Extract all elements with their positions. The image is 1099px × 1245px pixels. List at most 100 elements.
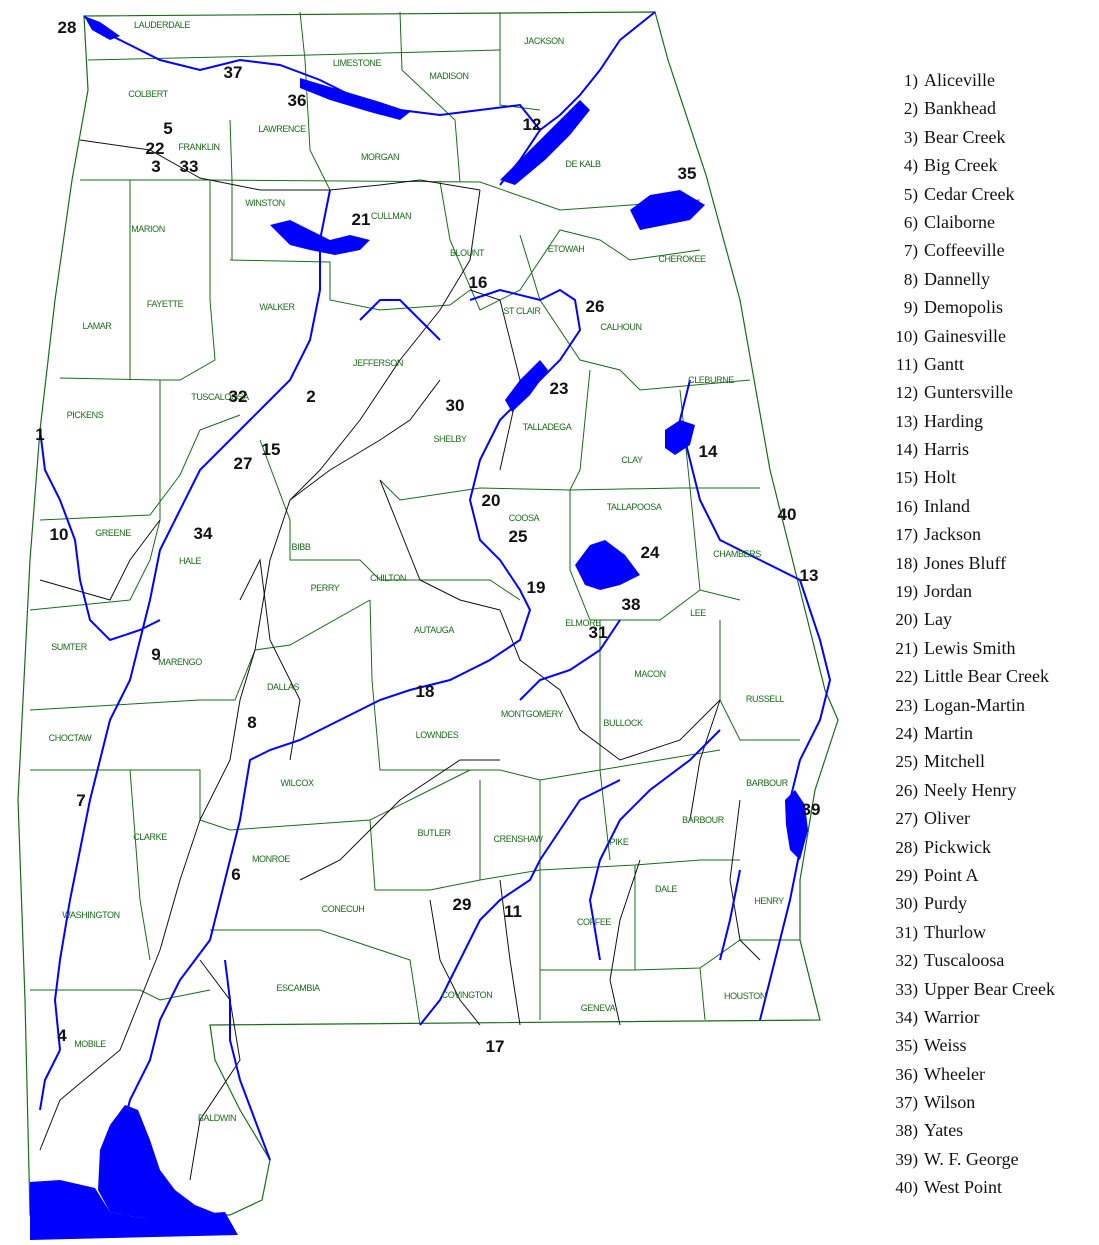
legend-reservoir-name: Weiss (924, 1035, 967, 1056)
legend-item: 21)Lewis Smith (880, 634, 1055, 662)
county-label: LAUDERDALE (134, 20, 190, 30)
site-number-label: 9 (151, 645, 160, 664)
county-borders (29, 11, 800, 1026)
site-number-label: 38 (622, 595, 641, 614)
gulf-water (30, 1180, 238, 1240)
county-label: CALHOUN (600, 322, 641, 332)
site-number-label: 29 (453, 895, 472, 914)
legend-reservoir-name: Wheeler (924, 1063, 985, 1084)
wf-george-lake (785, 790, 808, 860)
legend-item: 34)Warrior (880, 1003, 1055, 1031)
county-label: HOUSTON (724, 991, 766, 1001)
legend-reservoir-name: Warrior (924, 1006, 980, 1027)
county-label: COFFEE (577, 917, 611, 927)
rivers (39, 11, 832, 1171)
site-number-label: 5 (163, 119, 172, 138)
legend-number: 40) (895, 1178, 918, 1198)
state-outline (17, 11, 839, 1216)
county-label: LIMESTONE (333, 58, 382, 68)
site-labels: 1234567891011121314151617181920212223242… (35, 18, 820, 1056)
legend-item: 17)Jackson (880, 520, 1055, 548)
county-label: LAMAR (82, 321, 112, 331)
county-label: WASHINGTON (62, 910, 120, 920)
site-number-label: 33 (180, 157, 199, 176)
legend-item: 18)Jones Bluff (880, 549, 1055, 577)
legend-reservoir-name: Harris (924, 439, 969, 460)
legend-number: 2) (903, 99, 918, 119)
legend-reservoir-name: Tuscaloosa (924, 950, 1005, 971)
county-label: GENEVA (581, 1003, 616, 1013)
basin-borders (39, 139, 761, 1181)
legend-reservoir-name: Gainesville (924, 325, 1006, 346)
county-label: TALLAPOOSA (607, 502, 662, 512)
site-number-label: 2 (306, 387, 315, 406)
legend-item: 37)Wilson (880, 1088, 1055, 1116)
county-label: DE KALB (565, 159, 601, 169)
county-label: TUSCALOOSA (191, 392, 249, 402)
legend-reservoir-name: Oliver (924, 808, 970, 829)
legend-item: 11)Gantt (880, 350, 1055, 378)
legend-item: 14)Harris (880, 435, 1055, 463)
county-label: PIKE (610, 837, 629, 847)
legend-number: 3) (903, 127, 918, 147)
site-number-label: 6 (231, 865, 240, 884)
county-label: FAYETTE (147, 299, 184, 309)
county-label: CHAMBERS (713, 549, 761, 559)
county-label: CONECUH (322, 904, 365, 914)
county-label: CLEBURNE (688, 375, 734, 385)
site-number-label: 18 (416, 682, 435, 701)
legend-reservoir-name: Martin (924, 722, 973, 743)
legend-reservoir-name: Guntersville (924, 382, 1013, 403)
county-label: JACKSON (524, 36, 564, 46)
site-number-label: 16 (469, 273, 488, 292)
county-label: SHELBY (433, 434, 467, 444)
legend-item: 38)Yates (880, 1116, 1055, 1144)
county-label: COOSA (509, 513, 540, 523)
site-number-label: 7 (76, 791, 85, 810)
reservoirs (30, 16, 808, 1240)
site-number-label: 4 (57, 1026, 67, 1045)
legend-number: 35) (895, 1036, 918, 1056)
mobile-bay (98, 1105, 220, 1218)
county-label: GREENE (95, 528, 131, 538)
legend-item: 15)Holt (880, 463, 1055, 491)
site-number-label: 23 (550, 379, 569, 398)
legend-number: 23) (895, 695, 918, 715)
legend-reservoir-name: Lay (924, 609, 952, 630)
legend-number: 25) (895, 752, 918, 772)
legend-item: 22)Little Bear Creek (880, 662, 1055, 690)
legend-reservoir-name: Wilson (924, 1092, 976, 1113)
legend-item: 23)Logan-Martin (880, 691, 1055, 719)
legend-item: 25)Mitchell (880, 747, 1055, 775)
legend-reservoir-name: Coffeeville (924, 240, 1005, 261)
legend-item: 26)Neely Henry (880, 776, 1055, 804)
county-label: RUSSELL (746, 694, 785, 704)
legend-item: 7)Coffeeville (880, 236, 1055, 264)
county-label: CLAY (621, 455, 643, 465)
legend-reservoir-name: Harding (924, 410, 983, 431)
county-labels: LAUDERDALE LIMESTONE MADISON JACKSON COLBERT… (49, 20, 790, 1123)
county-label: MONTGOMERY (501, 709, 564, 719)
legend-number: 20) (895, 610, 918, 630)
county-label: JEFFERSON (353, 358, 403, 368)
legend-item: 40)West Point (880, 1173, 1055, 1201)
legend-item: 20) Lay (880, 605, 1055, 633)
legend-item: 3)Bear Creek (880, 123, 1055, 151)
legend-number: 29) (895, 865, 918, 885)
wheeler-lake (300, 78, 410, 120)
legend-reservoir-name: Inland (924, 495, 970, 516)
legend-number: 17) (895, 525, 918, 545)
legend-item: 10)Gainesville (880, 322, 1055, 350)
site-number-label: 21 (352, 210, 371, 229)
county-label: MADISON (429, 71, 468, 81)
legend-number: 39) (895, 1149, 918, 1169)
site-number-label: 8 (247, 713, 256, 732)
legend-reservoir-name: Jones Bluff (924, 552, 1007, 573)
site-number-label: 1 (35, 425, 44, 444)
county-label: COLBERT (128, 89, 168, 99)
site-number-label: 19 (527, 578, 546, 597)
site-number-label: 30 (446, 396, 465, 415)
legend-item: 30)Purdy (880, 889, 1055, 917)
site-number-label: 25 (509, 527, 528, 546)
